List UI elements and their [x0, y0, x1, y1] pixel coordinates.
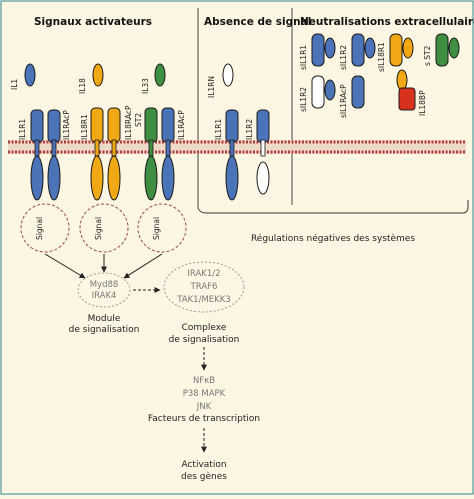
label-il18bp: IL18BP — [418, 90, 427, 116]
label-il1r2-absence: IL1R2 — [245, 119, 254, 140]
signal-label-il33: Signal — [152, 217, 161, 240]
arrow-il1-to-module — [44, 253, 86, 279]
soluble-sil1r2-ligand — [364, 37, 376, 59]
receptor-il18r1 — [90, 107, 104, 201]
complex-protein-irak12: IRAK1/2 — [187, 269, 220, 279]
module-outline — [77, 272, 131, 308]
header-absence: Absence de signal — [204, 16, 311, 28]
label-sil1r2: sIL1R2 — [339, 45, 348, 70]
arrow-il33-to-module — [123, 253, 163, 279]
label-il1rn: IL1RN — [207, 76, 216, 98]
label-il18racp: IL18RAcP — [124, 105, 133, 140]
signal-label-il18: Signal — [94, 217, 103, 240]
activation-line2: des gènes — [181, 471, 227, 482]
factors-caption: Facteurs de transcription — [148, 414, 260, 424]
complex-protein-traf6: TRAF6 — [190, 282, 218, 292]
factor-nfkb: NFκB — [193, 376, 215, 386]
ligand-il33 — [154, 63, 166, 87]
receptor-il1r1 — [30, 109, 44, 201]
header-activating: Signaux activateurs — [34, 16, 152, 28]
label-il18r1: IL18R1 — [80, 114, 89, 140]
soluble-il18bp-ligand — [396, 69, 408, 91]
ligand-il18 — [92, 63, 104, 87]
soluble-sil18r1-ligand — [402, 37, 414, 59]
label-il1racp: IL1RAcP — [62, 110, 71, 140]
activation-line1: Activation — [181, 460, 226, 470]
label-il18: IL18 — [78, 78, 87, 94]
module-protein-irak4: IRAK4 — [92, 291, 117, 301]
label-sil1r2-b: sIL1R2 — [299, 87, 308, 112]
receptor-il1racp-st2-pair — [161, 107, 175, 201]
signal-label-il1: Signal — [35, 217, 44, 240]
label-st2: ST2 — [134, 113, 143, 127]
soluble-sil1r1 — [311, 33, 325, 67]
label-il33: IL33 — [141, 78, 150, 94]
module-caption-line2: de signalisation — [69, 325, 140, 335]
complex-caption-line1: Complexe — [182, 323, 227, 333]
label-il1r1: IL1R1 — [18, 119, 27, 140]
soluble-il18bp — [398, 87, 416, 111]
receptor-il1r1-absence — [225, 109, 239, 201]
signal-circle-il33 — [137, 203, 187, 253]
soluble-sil1r2 — [351, 33, 365, 67]
ligand-il1rn — [222, 63, 234, 87]
negative-regulation-bracket — [197, 200, 469, 214]
receptor-il1racp — [47, 109, 61, 201]
module-protein-myd88: Myd88 — [90, 280, 119, 290]
label-sil1racp: sIL1RAcP — [339, 84, 348, 118]
receptor-st2 — [144, 107, 158, 201]
label-sil18r1: sIL18R1 — [377, 42, 386, 72]
soluble-sil1r1-ligand — [324, 37, 336, 59]
label-il1racp-2: IL1RAcP — [177, 110, 186, 140]
factor-jnk: JNK — [196, 402, 212, 412]
soluble-sst2-ligand — [448, 37, 460, 59]
complex-outline — [163, 261, 245, 313]
soluble-sil18r1 — [389, 33, 403, 67]
soluble-sil1r2-b-ligand — [324, 79, 336, 101]
receptor-il1r2-absence — [256, 109, 270, 195]
complex-protein-tak1: TAK1/MEKK3 — [176, 295, 230, 305]
label-sil1r1: sIL1R1 — [299, 45, 308, 70]
factor-p38mapk: P38 MAPK — [183, 389, 226, 399]
label-il1r1-absence: IL1R1 — [214, 119, 223, 140]
label-sst2: s ST2 — [423, 45, 432, 66]
negative-regulation-caption: Régulations négatives des systèmes — [251, 233, 415, 244]
soluble-sil1r2-b — [311, 75, 325, 109]
header-neutralizing: Neutralisations extracellulaires — [300, 16, 474, 28]
module-caption-line1: Module — [88, 314, 121, 324]
signal-circle-il18 — [79, 203, 129, 253]
label-il1: IL1 — [10, 79, 19, 90]
complex-caption-line2: de signalisation — [169, 335, 240, 345]
soluble-sst2 — [435, 33, 449, 67]
ligand-il1 — [24, 63, 36, 87]
signal-circle-il1 — [20, 203, 70, 253]
receptor-il18racp — [107, 107, 121, 201]
soluble-sil1racp — [351, 75, 365, 109]
